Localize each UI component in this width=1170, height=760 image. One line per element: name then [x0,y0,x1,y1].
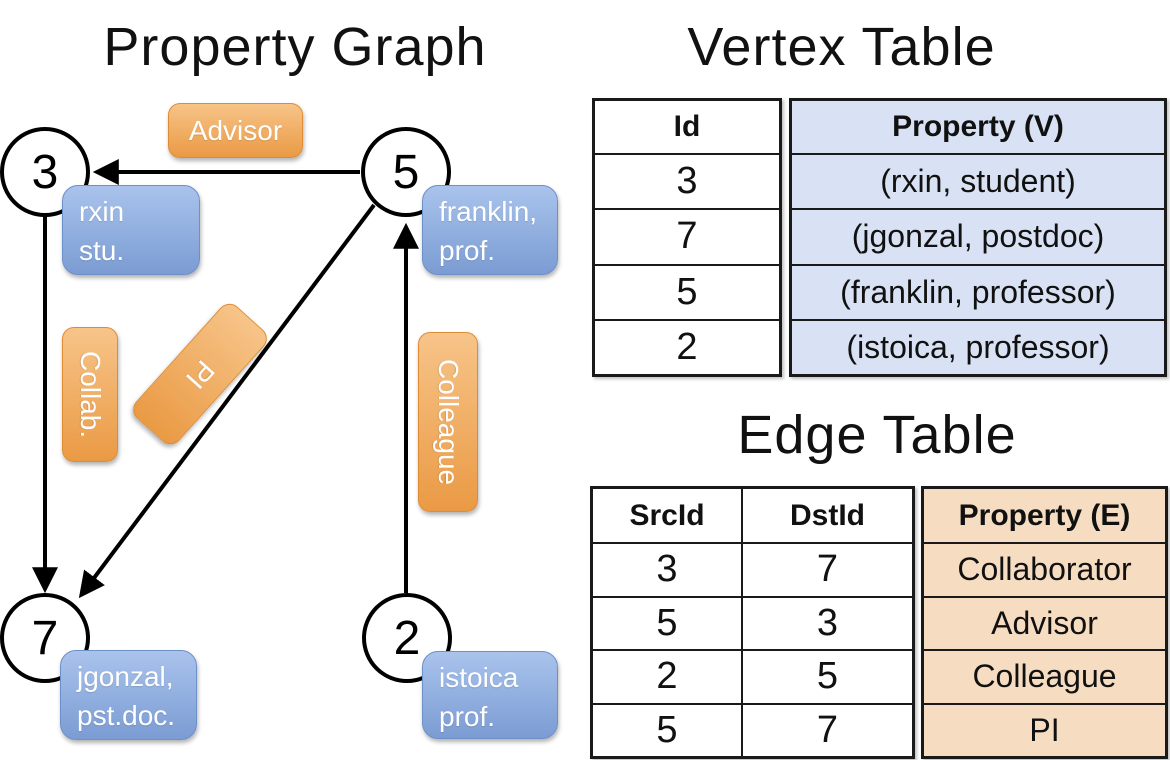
edge-label-collab: Collab. [62,327,118,462]
table-cell: (jgonzal, postdoc) [792,208,1164,263]
vertex-property-line: pst.doc. [77,700,176,732]
table-cell: 2 [593,649,741,703]
vertex-property-line: stu. [79,235,125,267]
table-cell: 3 [595,153,779,208]
node-id-label: 7 [31,611,59,665]
vertex-table-id-column: Id 3 7 5 2 [592,98,782,377]
vertex-property-line: istoica [439,662,519,693]
node-circle-5: 5 [361,127,451,217]
vertex-property-box-istoica: istoica prof. [422,651,558,739]
edge-table-title: Edge Table [737,405,1017,465]
edge-label-colleague: Colleague [418,332,478,512]
vertex-table-title: Vertex Table [687,17,996,77]
property-graph-title: Property Graph [103,17,487,77]
table-cell: Collaborator [924,542,1165,596]
vertex-property-line: franklin, [439,196,538,227]
vertex-property-line: jgonzal, [77,661,174,692]
table-cell: 5 [593,702,741,757]
node-id-label: 3 [31,145,59,199]
table-cell: 7 [741,702,912,756]
node-id-label: 2 [393,611,421,665]
table-cell: 5 [741,649,912,703]
vertex-col-property-header: Property (V) [892,110,1064,143]
table-cell: PI [924,702,1165,757]
table-cell: 3 [593,542,741,596]
edge-line-pi-5-to-7 [78,203,376,599]
vertex-property-line: prof. [439,235,496,267]
vertex-property-box-jgonzal: jgonzal, pst.doc. [60,650,197,740]
table-cell: 2 [595,318,779,374]
node-circle-2: 2 [362,593,452,683]
vertex-property-box-rxin: rxin stu. [62,185,200,275]
vertex-property-line: prof. [439,701,496,733]
table-cell: 7 [595,208,779,263]
vertex-table-property-column: Property (V) (rxin, student) (jgonzal, p… [789,98,1167,377]
table-cell: (rxin, student) [792,153,1164,208]
table-cell: 7 [741,542,912,596]
edge-table-id-columns: SrcId DstId 3 7 5 3 2 5 5 7 [590,486,915,759]
table-cell: Colleague [924,649,1165,703]
edge-label-advisor: Advisor [168,103,303,158]
vertex-property-line: rxin [79,196,125,227]
vertex-table: Id 3 7 5 2 Property (V) (rxin, student) … [592,98,1167,377]
table-cell: Advisor [924,595,1165,650]
table-cell: (istoica, professor) [792,318,1164,374]
edge-col-property-header: Property (E) [958,498,1131,532]
edge-col-dst-header: DstId [741,489,912,542]
graph-edges-svg [32,159,419,599]
vertex-property-box-franklin: franklin, prof. [422,185,558,275]
table-cell: 3 [741,595,912,649]
edge-table: SrcId DstId 3 7 5 3 2 5 5 7 Property (E)… [590,486,1168,759]
table-cell: 5 [595,263,779,319]
table-cell: (franklin, professor) [792,263,1164,319]
node-id-label: 5 [392,145,420,199]
table-cell: 5 [593,595,741,650]
edge-col-src-header: SrcId [629,498,705,532]
edge-table-property-column: Property (E) Collaborator Advisor Collea… [921,486,1168,759]
vertex-col-id-header: Id [673,110,701,143]
